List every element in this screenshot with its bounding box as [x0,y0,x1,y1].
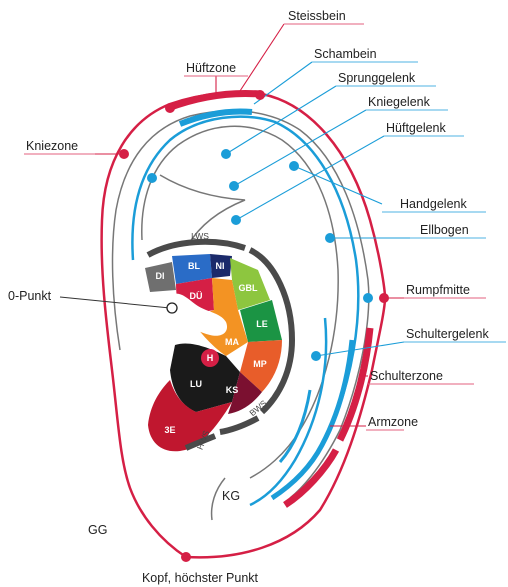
label-rumpfmitte: Rumpfmitte [406,283,470,297]
helix-inner-line [111,109,370,499]
label-schambein: Schambein [314,47,377,61]
leader-kniegelenk [233,109,367,187]
fossa-curve [159,174,246,246]
marker-kniegelenk [229,181,239,191]
label-kopf: Kopf, höchster Punkt [142,571,259,585]
marker-kopf [181,552,191,562]
segment-3e [148,380,232,452]
label-le: LE [256,319,268,329]
blue-markers [147,149,373,361]
hueftzone-red-arc [166,90,261,112]
label-kniezone: Kniezone [26,139,78,153]
label-ks: KS [226,385,239,395]
label-ellbogen: Ellbogen [420,223,469,237]
label-kniegelenk: Kniegelenk [368,95,431,109]
armzone-red-band [283,448,340,508]
marker-sprunggelenk [221,149,231,159]
spine-arc-lws [146,238,246,258]
outer-ear-contour [100,90,387,559]
label-armzone: Armzone [368,415,418,429]
label-di: DI [156,271,165,281]
leader-steissbein [237,23,285,95]
marker-schultergelenk [311,351,321,361]
red-markers [119,90,389,562]
blue-antihelix-curve [131,115,360,431]
label-gbl: GBL [239,283,259,293]
label-due: DÜ [190,291,203,301]
hueftzone-blue-arc [178,108,253,127]
blue-leader-lines [225,61,410,357]
label-sprunggelenk: Sprunggelenk [338,71,416,85]
blue-spine-curve [278,389,312,463]
label-hueftgelenk: Hüftgelenk [386,121,447,135]
label-ma: MA [225,337,239,347]
label-kg: KG [222,489,240,503]
label-underlines [24,23,486,431]
marker-handgelenk [289,161,299,171]
leader-sprunggelenk [225,85,337,155]
label-h: H [207,353,214,363]
label-steissbein: Steissbein [288,9,346,23]
marker-kniezone [119,149,129,159]
marker-hueftzone-right [255,90,265,100]
leader-handgelenk [293,165,383,205]
marker-rumpfmitte-blue [363,293,373,303]
label-3e: 3E [164,425,175,435]
label-schultergelenk: Schultergelenk [406,327,489,341]
schulterzone-blue-band [270,339,355,501]
segment-mp [240,340,282,392]
label-hueftzone: Hüftzone [186,61,236,75]
label-schulterzone: Schulterzone [370,369,443,383]
label-ni: NI [216,261,225,271]
marker-hueftzone-left [165,103,175,113]
leader-nullpunkt [59,296,171,309]
concha-channel [168,293,228,336]
label-lws: LWS [191,231,209,241]
segment-ni [210,254,232,278]
label-lu: LU [190,379,202,389]
concha-segments [145,254,282,452]
segment-di [145,262,176,292]
segment-le [240,300,282,342]
nullpunkt-marker [166,302,178,314]
label-gg: GG [88,523,107,537]
marker-ellbogen [325,233,335,243]
label-nullpunkt: 0-Punkt [8,289,52,303]
label-bl: BL [188,261,200,271]
leader-hueftgelenk [235,135,385,221]
segment-bl [172,254,212,284]
segment-lu [170,343,240,412]
spine-arc-outer [248,247,296,415]
schulterzone-red-band [336,327,374,442]
label-handgelenk: Handgelenk [400,197,467,211]
label-mp: MP [253,359,267,369]
marker-kniezone-blue [147,173,157,183]
segment-gbl [230,258,270,310]
lobe-inner-line [210,477,226,521]
marker-hueftgelenk [231,215,241,225]
leader-schultergelenk [315,341,405,357]
spine-arc-hws [184,433,217,451]
segment-h-dot [201,349,219,367]
marker-rumpfmitte [379,293,389,303]
blue-lower-curve [249,317,328,507]
segment-ks [228,372,262,414]
spine-arc-bws [219,415,260,435]
blue-label-underlines [312,61,506,343]
